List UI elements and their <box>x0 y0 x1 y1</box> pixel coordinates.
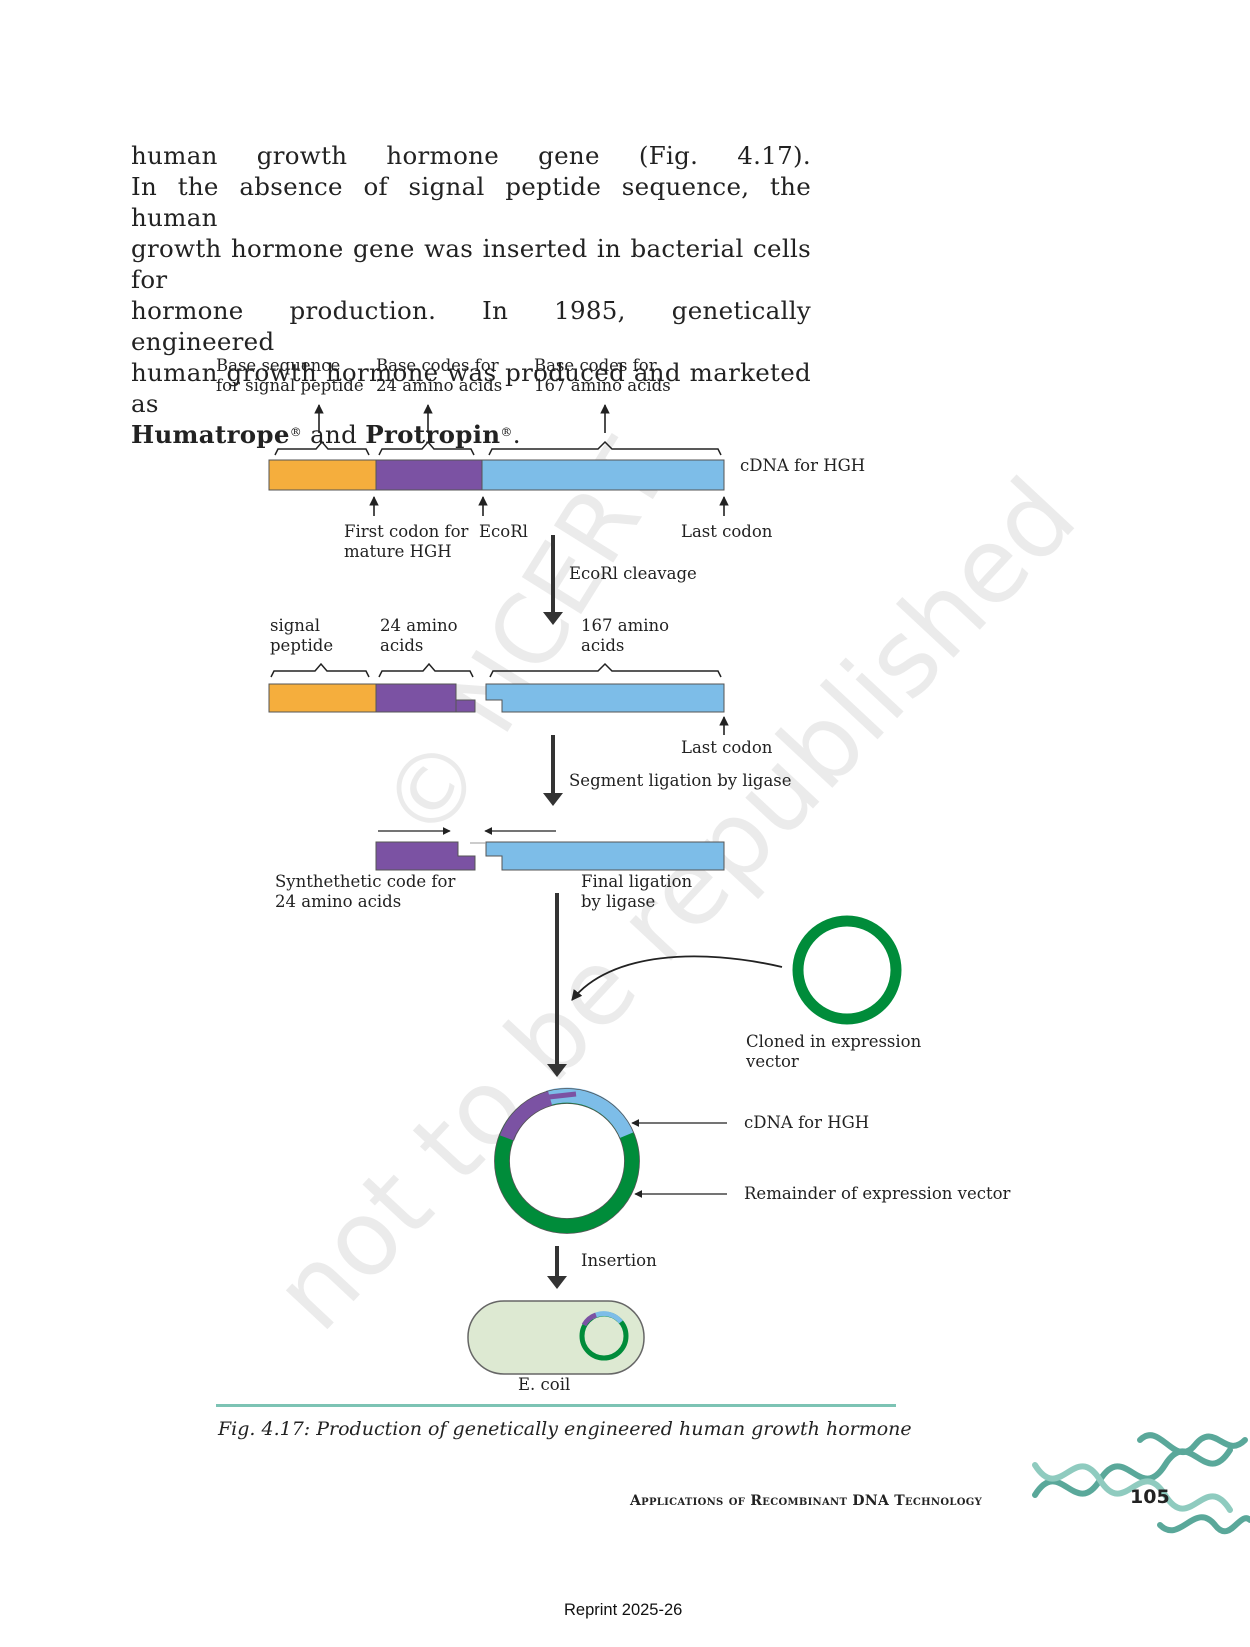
brace <box>489 662 722 678</box>
recombinant-plasmid <box>494 1087 640 1234</box>
curved-arrow <box>571 955 783 1001</box>
braces-row2 <box>270 662 722 678</box>
brand-protropin: Protropin <box>365 420 501 449</box>
cdna-bar <box>268 459 725 491</box>
figure-caption: Fig. 4.17: Production of genetically eng… <box>218 1418 912 1440</box>
brand-humatrope: Humatrope <box>131 420 290 449</box>
synthetic-and-167 <box>375 827 725 871</box>
brace <box>378 440 475 456</box>
amino24-notch <box>455 684 476 713</box>
step-insertion: Insertion <box>581 1251 657 1270</box>
paragraph-and: and <box>302 420 366 449</box>
paragraph-line: hormone production. In 1985, genetically… <box>131 296 811 356</box>
paragraph-line: human growth hormone was produced and ma… <box>131 358 811 418</box>
amino167-fragment-2 <box>485 841 725 871</box>
label-last-codon: Last codon <box>681 522 773 541</box>
amino24-fragment <box>375 683 457 713</box>
registered-mark: ® <box>289 425 303 439</box>
brace <box>274 440 370 456</box>
signal-fragment <box>268 683 377 713</box>
step-segment-ligation: Segment ligation by ligase <box>569 771 792 790</box>
braces-row1 <box>274 440 722 456</box>
label-cdna-hgh-2: cDNA for HGH <box>744 1113 870 1132</box>
label-remainder-vector: Remainder of expression vector <box>744 1184 1011 1203</box>
cdna-arc-purple <box>499 1090 553 1141</box>
step-arrow <box>543 535 563 625</box>
reprint-note: Reprint 2025-26 <box>564 1601 683 1619</box>
chapter-title: Applications of Recombinant DNA Technolo… <box>630 1493 983 1509</box>
signal-segment <box>268 459 377 491</box>
brace <box>378 662 474 678</box>
expression-vector-plasmid <box>792 915 902 1025</box>
caption-rule <box>216 1404 896 1407</box>
paragraph-line-last: Humatrope® and Protropin®. <box>131 419 811 450</box>
step-arrow <box>547 1246 567 1289</box>
paragraph-period: . <box>512 420 521 449</box>
amino167-segment <box>481 459 725 491</box>
synthetic-24-fragment <box>375 841 476 871</box>
amino167-fragment <box>485 683 725 713</box>
paragraph-line: growth hormone gene was inserted in bact… <box>131 234 811 294</box>
step-arrow <box>547 893 567 1077</box>
body-paragraph: human growth hormone gene (Fig. 4.17). I… <box>131 140 811 450</box>
brace <box>488 440 722 456</box>
label-ecoil: E. coil <box>518 1375 571 1394</box>
paragraph-line: human growth hormone gene (Fig. 4.17). <box>131 141 811 170</box>
registered-mark: ® <box>500 425 513 439</box>
page-number: 105 <box>1130 1486 1170 1508</box>
cleaved-fragments <box>268 683 725 713</box>
label-last-codon-2: Last codon <box>681 738 773 757</box>
dna-helix-decoration <box>1032 1432 1250 1535</box>
brace <box>270 662 370 678</box>
label-cdna-hgh: cDNA for HGH <box>740 456 866 475</box>
step-arrow <box>543 735 563 806</box>
step-ecori-cleavage: EcoRl cleavage <box>569 564 697 583</box>
up-arrows-top <box>314 404 610 433</box>
up-arrows-bottom <box>369 496 729 516</box>
paragraph-line: In the absence of signal peptide sequenc… <box>131 172 811 232</box>
label-ecori: EcoRl <box>479 522 528 541</box>
ecoli-cell <box>467 1300 645 1375</box>
amino24-segment <box>375 459 483 491</box>
